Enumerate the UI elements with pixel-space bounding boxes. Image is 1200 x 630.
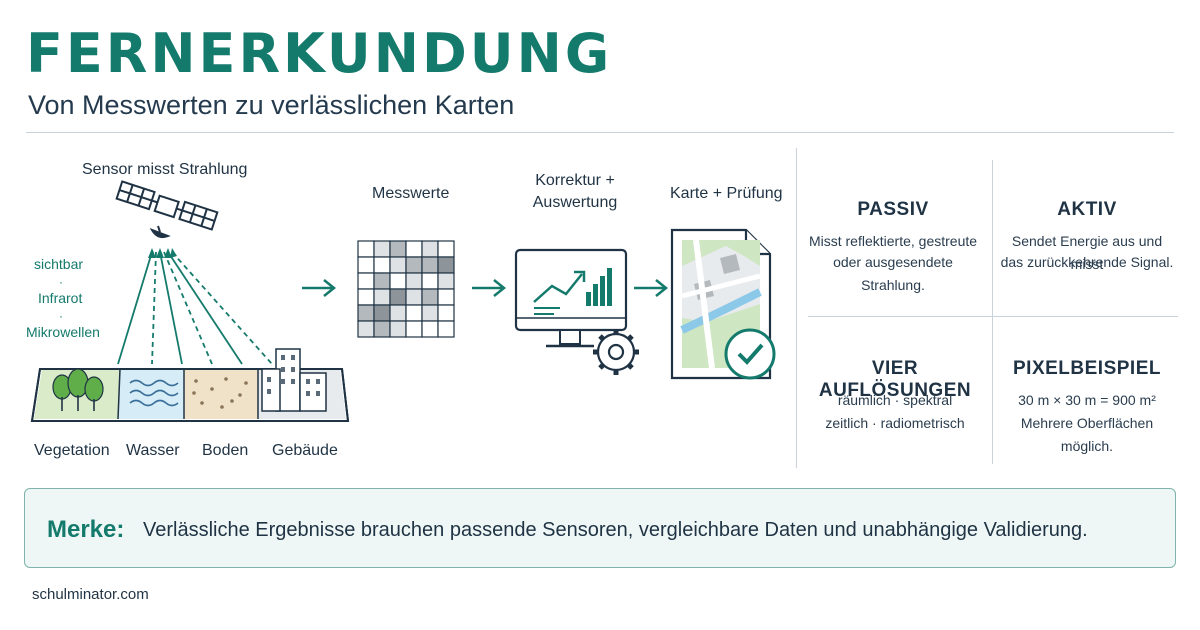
resolutions-line-1: räumlich · spektral: [837, 392, 953, 408]
note-box: Merke: Verlässliche Ergebnisse brauchen …: [24, 488, 1176, 568]
band-separator-dot: ·: [59, 309, 63, 323]
active-title: AKTIV: [1057, 199, 1117, 220]
land-surface-illustration: [30, 348, 350, 422]
pixel-example-line-2: Mehrere Oberflächen möglich.: [1020, 415, 1154, 454]
band-infrared: Infrarot: [38, 290, 83, 306]
sensor-caption: Sensor misst Strahlung: [82, 161, 248, 178]
active-line-1: Sendet Energie aus und misst: [1011, 233, 1163, 272]
resolutions-title: VIER AUFLÖSUNGEN: [818, 358, 972, 401]
step-label-correction: Korrektur +: [535, 172, 615, 189]
passive-line-1: Misst reflektierte, gestreute: [808, 233, 978, 249]
arrow-right-icon: [634, 279, 669, 297]
header-divider: [26, 132, 1174, 133]
info-divider-left: [796, 148, 797, 468]
page-subtitle: Von Messwerten zu verlässlichen Karten: [28, 90, 515, 120]
step-label-map-check: Karte + Prüfung: [670, 185, 783, 202]
surface-label-buildings: Gebäude: [272, 442, 338, 459]
arrow-right-icon: [302, 279, 337, 297]
map-check-icon: [670, 228, 776, 380]
step-label-measurements: Messwerte: [372, 185, 450, 202]
note-label: Merke:: [47, 516, 125, 543]
footer-source: schulminator.com: [32, 586, 149, 603]
page-title: FERNERKUNDUNG: [26, 22, 613, 85]
arrow-right-icon: [472, 279, 507, 297]
band-microwave: Mikrowellen: [26, 324, 100, 340]
band-visible: sichtbar: [34, 256, 84, 272]
passive-line-2: oder ausgesendete Strahlung.: [833, 254, 953, 293]
pixel-grid-icon: [357, 240, 455, 338]
resolutions-line-2: zeitlich · radiometrisch: [825, 415, 965, 431]
pixel-example-line-1: 30 m × 30 m = 900 m²: [1018, 392, 1156, 408]
monitor-analysis-icon: [514, 248, 639, 375]
active-line-2: das zurückkehrende Signal.: [1000, 254, 1174, 270]
info-divider-horizontal: [808, 316, 1178, 317]
band-separator-dot: ·: [59, 275, 63, 289]
surface-label-vegetation: Vegetation: [34, 442, 110, 459]
surface-label-soil: Boden: [202, 442, 249, 459]
passive-title: PASSIV: [857, 199, 929, 220]
pixel-example-title: PIXELBEISPIEL: [1013, 358, 1161, 379]
satellite-icon: [115, 180, 219, 239]
surface-label-water: Wasser: [126, 442, 180, 459]
info-divider-middle: [992, 160, 993, 464]
note-text: Verlässliche Ergebnisse brauchen passend…: [143, 519, 1088, 541]
step-label-analysis: Auswertung: [532, 194, 618, 211]
radiation-paths: [117, 248, 273, 365]
